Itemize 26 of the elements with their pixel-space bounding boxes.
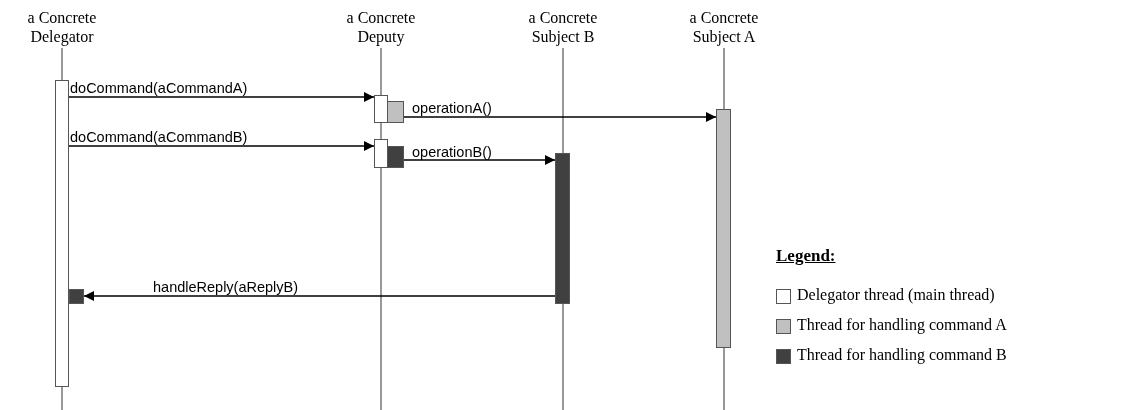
legend-text: Thread for handling command B — [797, 346, 1007, 364]
activation-bar — [374, 95, 388, 123]
activation-bar — [716, 109, 731, 348]
activation-bar — [69, 289, 84, 304]
participant-label: a Concrete Subject B — [518, 8, 608, 46]
edge-label: operationA() — [412, 100, 492, 116]
edge-label: handleReply(aReplyB) — [153, 279, 299, 295]
activation-bar — [55, 80, 69, 387]
edge-label: operationB() — [412, 144, 492, 160]
participant-label: a Concrete Delegator — [17, 8, 107, 46]
participant-label: a Concrete Deputy — [336, 8, 426, 46]
message-arrow — [68, 92, 375, 102]
message-arrow — [403, 155, 556, 165]
edge-label: doCommand(aCommandA) — [70, 80, 248, 96]
activation-bar — [387, 101, 404, 123]
message-arrow — [83, 291, 556, 301]
message-arrow — [68, 141, 375, 151]
edge-label: doCommand(aCommandB) — [70, 129, 248, 145]
message-arrow — [403, 112, 717, 122]
activation-bar — [555, 153, 570, 304]
activation-bar — [387, 146, 404, 168]
legend-title: Legend: — [776, 246, 836, 266]
activation-bar — [374, 139, 388, 168]
legend-text: Delegator thread (main thread) — [797, 286, 995, 304]
participant-label: a Concrete Subject A — [679, 8, 769, 46]
legend-text: Thread for handling command A — [797, 316, 1007, 334]
